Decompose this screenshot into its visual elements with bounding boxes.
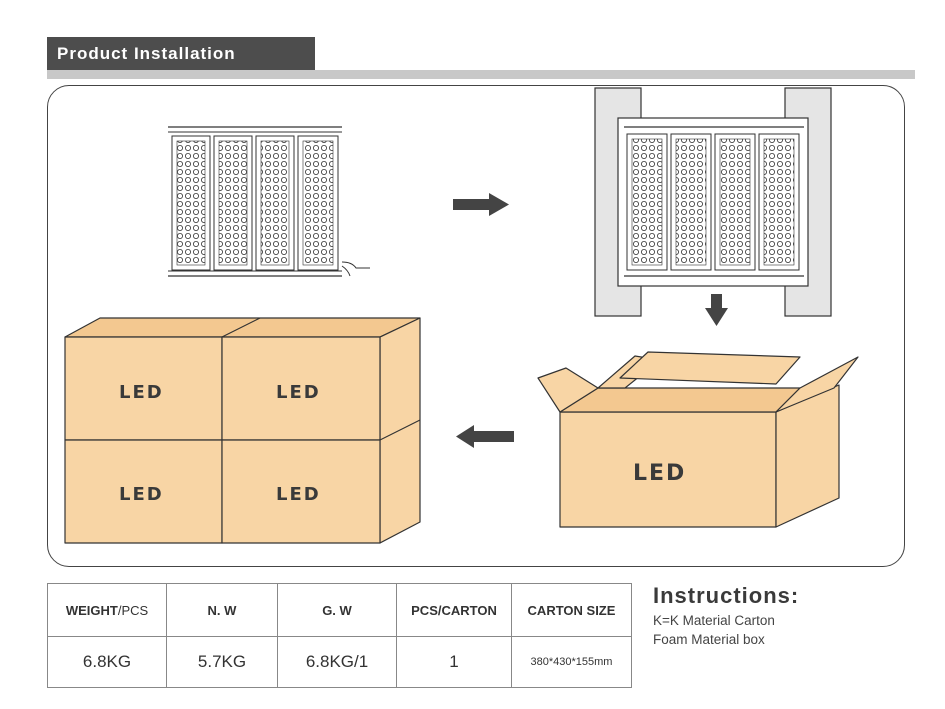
led-fixture-step1 [168,126,370,277]
spec-value-row: 6.8KG 5.7KG 6.8KG/1 1 380*430*155mm [47,636,632,688]
fixture-with-foam-step2 [594,87,832,317]
instructions-title: Instructions: [653,583,800,608]
arrow-right-icon [453,193,509,216]
instructions-block: Instructions: K=K Material Carton Foam M… [653,583,933,647]
header-nw: N. W [166,583,278,637]
header-divider [47,70,915,79]
stacked-cartons-step4 [64,317,421,544]
installation-panel [47,85,905,567]
value-weight: 6.8KG [47,636,167,688]
section-header: Product Installation [47,37,315,70]
header-pcs-carton: PCS/CARTON [396,583,512,637]
carton-label-open: LED [633,461,686,486]
header-weight: WEIGHT/PCS [47,583,167,637]
instruction-line-2: Foam Material box [653,632,765,647]
value-gw: 6.8KG/1 [277,636,397,688]
value-carton-size: 380*430*155mm [511,636,632,688]
spec-table: WEIGHT/PCS N. W G. W PCS/CARTON CARTON S… [47,583,632,688]
instruction-line-1: K=K Material Carton [653,613,775,628]
arrow-left-icon [456,425,514,448]
open-carton-step3 [537,351,859,528]
value-pcs-carton: 1 [396,636,512,688]
carton-label-3: LED [119,484,164,505]
carton-label-1: LED [119,382,164,403]
arrow-down-icon [705,294,728,326]
carton-label-4: LED [276,484,321,505]
section-title: Product Installation [57,44,236,63]
value-nw: 5.7KG [166,636,278,688]
spec-header-row: WEIGHT/PCS N. W G. W PCS/CARTON CARTON S… [47,583,632,637]
header-gw: G. W [277,583,397,637]
carton-label-2: LED [276,382,321,403]
header-carton-size: CARTON SIZE [511,583,632,637]
